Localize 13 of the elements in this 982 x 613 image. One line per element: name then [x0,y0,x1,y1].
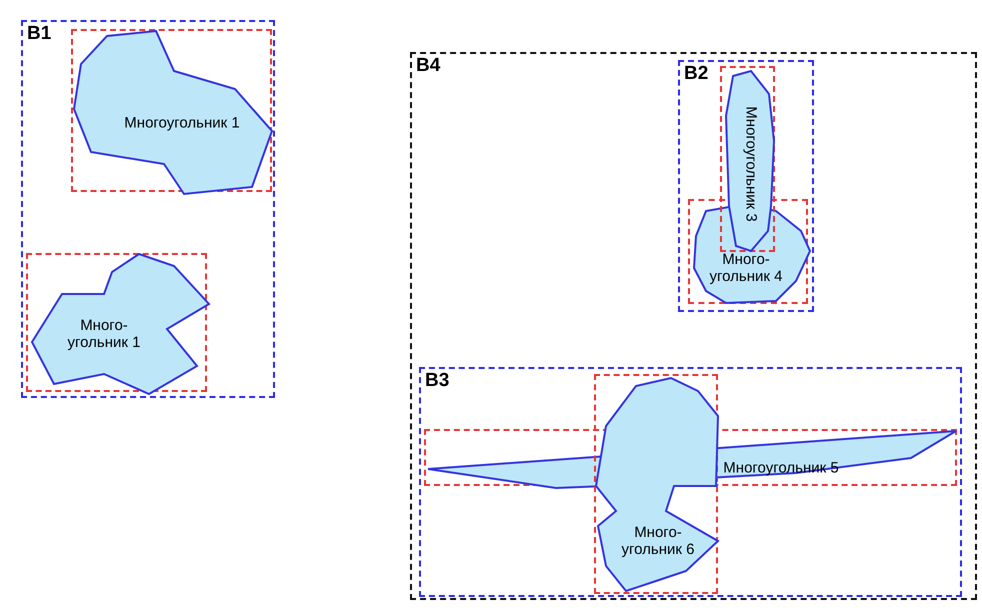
polygon-label: Многоугольник 3 [742,106,760,222]
polygon-label: Много- угольник 1 [66,317,142,351]
bounding-box [419,367,962,597]
bounding-box [21,20,275,398]
bounding-box [678,60,814,312]
box-label: B4 [416,56,440,76]
polygon-label: Много- угольник 4 [708,251,784,285]
box-label: B2 [684,64,708,84]
box-label: B1 [27,24,52,44]
polygon-label: Многоугольник 1 [124,114,240,132]
box-label: B3 [425,371,450,391]
polygon-label: Много- угольник 6 [620,524,696,558]
bounding-box [410,52,977,600]
